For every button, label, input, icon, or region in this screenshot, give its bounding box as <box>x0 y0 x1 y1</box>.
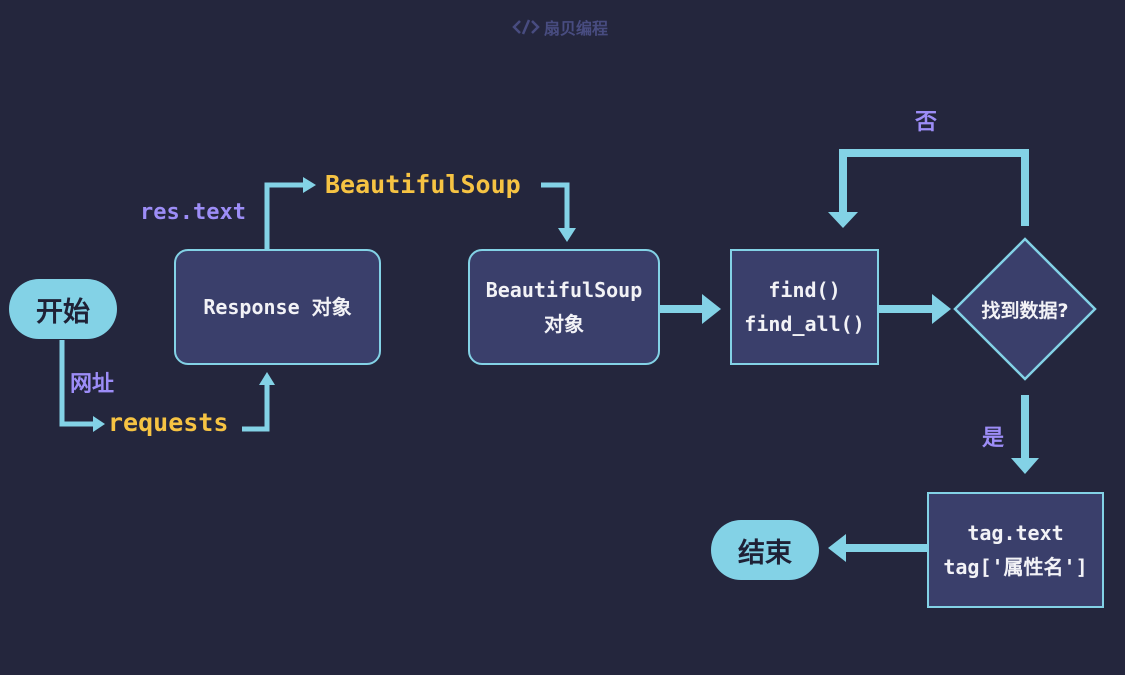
arrow-response-to-beautifulsoup-label <box>264 182 304 249</box>
arrowhead <box>932 294 951 324</box>
node-text: tag.text <box>967 521 1064 545</box>
label-requests: requests <box>108 408 229 437</box>
watermark-text: 扇贝编程 <box>544 19 609 38</box>
response-object-node: Response 对象 <box>174 249 381 365</box>
decision-diamond <box>953 237 1097 381</box>
arrow-requests-to-response <box>242 384 270 432</box>
arrowhead <box>303 177 316 193</box>
watermark: 扇贝编程 <box>512 15 608 39</box>
decision-text: 找到数据? <box>981 299 1069 322</box>
node-text: BeautifulSoup <box>485 278 643 302</box>
arrow-decision-loop-back <box>839 149 1029 226</box>
label-res-text: res.text <box>140 200 246 225</box>
arrow-beautifulsoup-label-to-soup <box>541 182 570 229</box>
arrow-start-to-requests <box>59 340 94 427</box>
start-terminal: 开始 <box>9 279 117 339</box>
label-url: 网址 <box>70 372 115 397</box>
arrowhead <box>93 416 105 432</box>
arrowhead <box>702 294 721 324</box>
arrowhead <box>259 372 275 385</box>
node-text: find_all() <box>744 312 865 336</box>
label-yes: 是 <box>982 426 1005 451</box>
arrowhead <box>828 534 846 562</box>
label-no: 否 <box>915 110 938 135</box>
arrowhead <box>558 228 576 242</box>
end-terminal: 结束 <box>711 520 819 580</box>
node-text: find() <box>768 278 841 302</box>
node-text: tag['属性名'] <box>943 555 1088 579</box>
beautifulsoup-object-node: BeautifulSoup 对象 <box>468 249 660 365</box>
arrowhead <box>1011 458 1039 474</box>
arrowhead <box>828 212 858 228</box>
label-beautifulsoup: BeautifulSoup <box>325 170 521 199</box>
find-methods-node: find() find_all() <box>730 249 879 365</box>
tag-output-node: tag.text tag['属性名'] <box>927 492 1104 608</box>
node-text: 对象 <box>544 312 584 336</box>
code-brackets-icon <box>512 19 540 35</box>
node-text: Response 对象 <box>203 295 352 319</box>
